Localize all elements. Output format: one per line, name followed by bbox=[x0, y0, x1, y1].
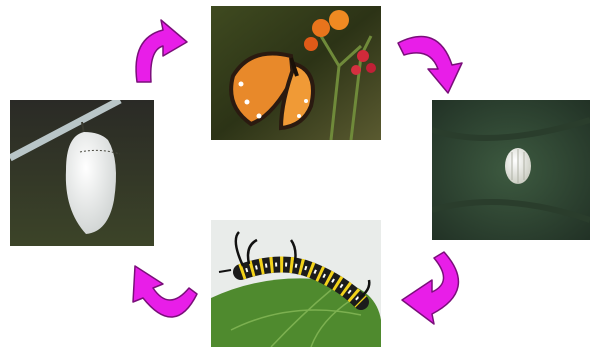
chrysalis-image bbox=[10, 100, 154, 246]
caterpillar-image bbox=[211, 220, 381, 347]
chrysalis-photo bbox=[10, 100, 154, 246]
egg-photo bbox=[432, 100, 590, 240]
curved-arrow-egg-to-caterpillar-icon bbox=[392, 250, 472, 326]
curved-arrow-caterpillar-to-chrysalis-icon bbox=[123, 254, 203, 330]
butterfly-photo bbox=[211, 6, 381, 140]
egg-image bbox=[432, 100, 590, 240]
caterpillar-photo bbox=[211, 220, 381, 347]
butterfly-image bbox=[211, 6, 381, 140]
curved-arrow-chrysalis-to-butterfly-icon bbox=[127, 16, 203, 88]
curved-arrow-butterfly-to-egg-icon bbox=[394, 25, 468, 99]
